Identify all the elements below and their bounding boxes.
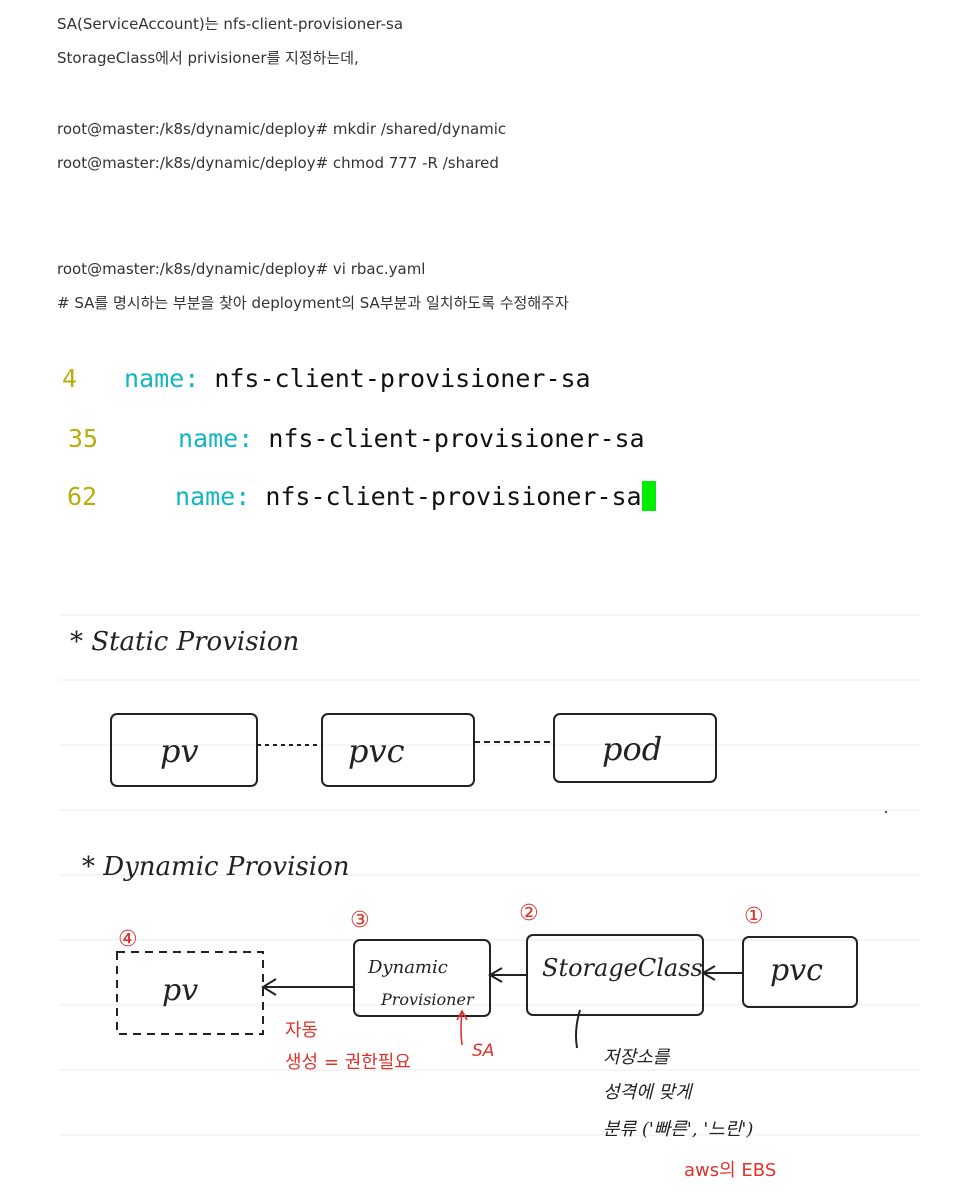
note-sc-2: 성격에 맞게 — [603, 1082, 694, 1103]
annotation-line — [575, 1009, 581, 1049]
editor-line-35: 35 name: nfs-client-provisioner-sa — [68, 423, 645, 455]
dynamic-provisioner-label-1: Dynamic — [367, 957, 448, 978]
line-chmod: root@master:/k8s/dynamic/deploy# chmod 7… — [57, 154, 499, 172]
dynamic-pv-box — [116, 951, 264, 1035]
yaml-value: nfs-client-provisioner-sa — [265, 482, 642, 511]
dynamic-provisioner-label-2: Provisioner — [380, 990, 475, 1009]
step-1: ① — [744, 904, 764, 929]
sa-arrow-head — [456, 1009, 468, 1021]
note-sc-3: 분류 ('빠른', '느린') — [603, 1119, 753, 1140]
note-auto-1: 자동 — [285, 1020, 318, 1041]
text-cursor — [641, 481, 656, 511]
dynamic-title: * Dynamic Provision — [82, 852, 349, 882]
line-vi: root@master:/k8s/dynamic/deploy# vi rbac… — [57, 260, 426, 278]
sa-arrow — [460, 1011, 463, 1046]
static-pv-box — [110, 713, 258, 787]
line-number: 62 — [67, 482, 98, 511]
dynamic-storageclass-label: StorageClass — [542, 954, 703, 982]
arrow-head — [261, 978, 277, 996]
line-number: 4 — [62, 364, 78, 393]
static-pvc-label: pvc — [348, 732, 405, 770]
editor-line-4: 4 name: nfs-client-provisioner-sa — [62, 363, 591, 395]
notebook-lines — [60, 614, 920, 1136]
static-pv-label: pv — [160, 732, 199, 770]
editor-line-62: 62 name: nfs-client-provisioner-sa — [67, 481, 656, 513]
dynamic-pvc-label: pvc — [770, 953, 823, 988]
line-sa: SA(ServiceAccount)는 nfs-client-provision… — [57, 15, 404, 33]
yaml-value: nfs-client-provisioner-sa — [214, 364, 591, 393]
yaml-key: name: — [178, 424, 254, 453]
ink-dot — [884, 810, 888, 814]
arrow-head — [701, 965, 716, 981]
line-storageclass: StorageClass에서 privisioner를 지정하는데, — [57, 49, 359, 67]
note-auto-2: 생성 = 권한필요 — [285, 1052, 411, 1073]
static-pvc-box — [321, 713, 475, 787]
note-aws: aws의 EBS — [684, 1160, 776, 1181]
yaml-key: name: — [124, 364, 200, 393]
yaml-value: nfs-client-provisioner-sa — [268, 424, 645, 453]
dynamic-pv-label: pv — [162, 973, 198, 1008]
static-title: * Static Provision — [70, 627, 299, 657]
line-number: 35 — [68, 424, 99, 453]
note-sa: SA — [472, 1041, 494, 1061]
arrow-head — [488, 967, 503, 983]
line-comment: # SA를 명시하는 부분을 찾아 deployment의 SA부분과 일치하도… — [57, 294, 569, 312]
dynamic-provisioner-box — [353, 939, 491, 1017]
line-mkdir: root@master:/k8s/dynamic/deploy# mkdir /… — [57, 120, 507, 138]
yaml-key: name: — [175, 482, 251, 511]
step-4: ④ — [118, 927, 138, 952]
static-pod-label: pod — [602, 730, 662, 768]
step-2: ② — [519, 901, 539, 926]
step-3: ③ — [350, 908, 370, 933]
handwritten-sketch: * Static Provision pv pvc pod * Dynamic … — [60, 614, 920, 1181]
static-pod-box — [553, 713, 717, 783]
note-sc-1: 저장소를 — [603, 1047, 671, 1068]
